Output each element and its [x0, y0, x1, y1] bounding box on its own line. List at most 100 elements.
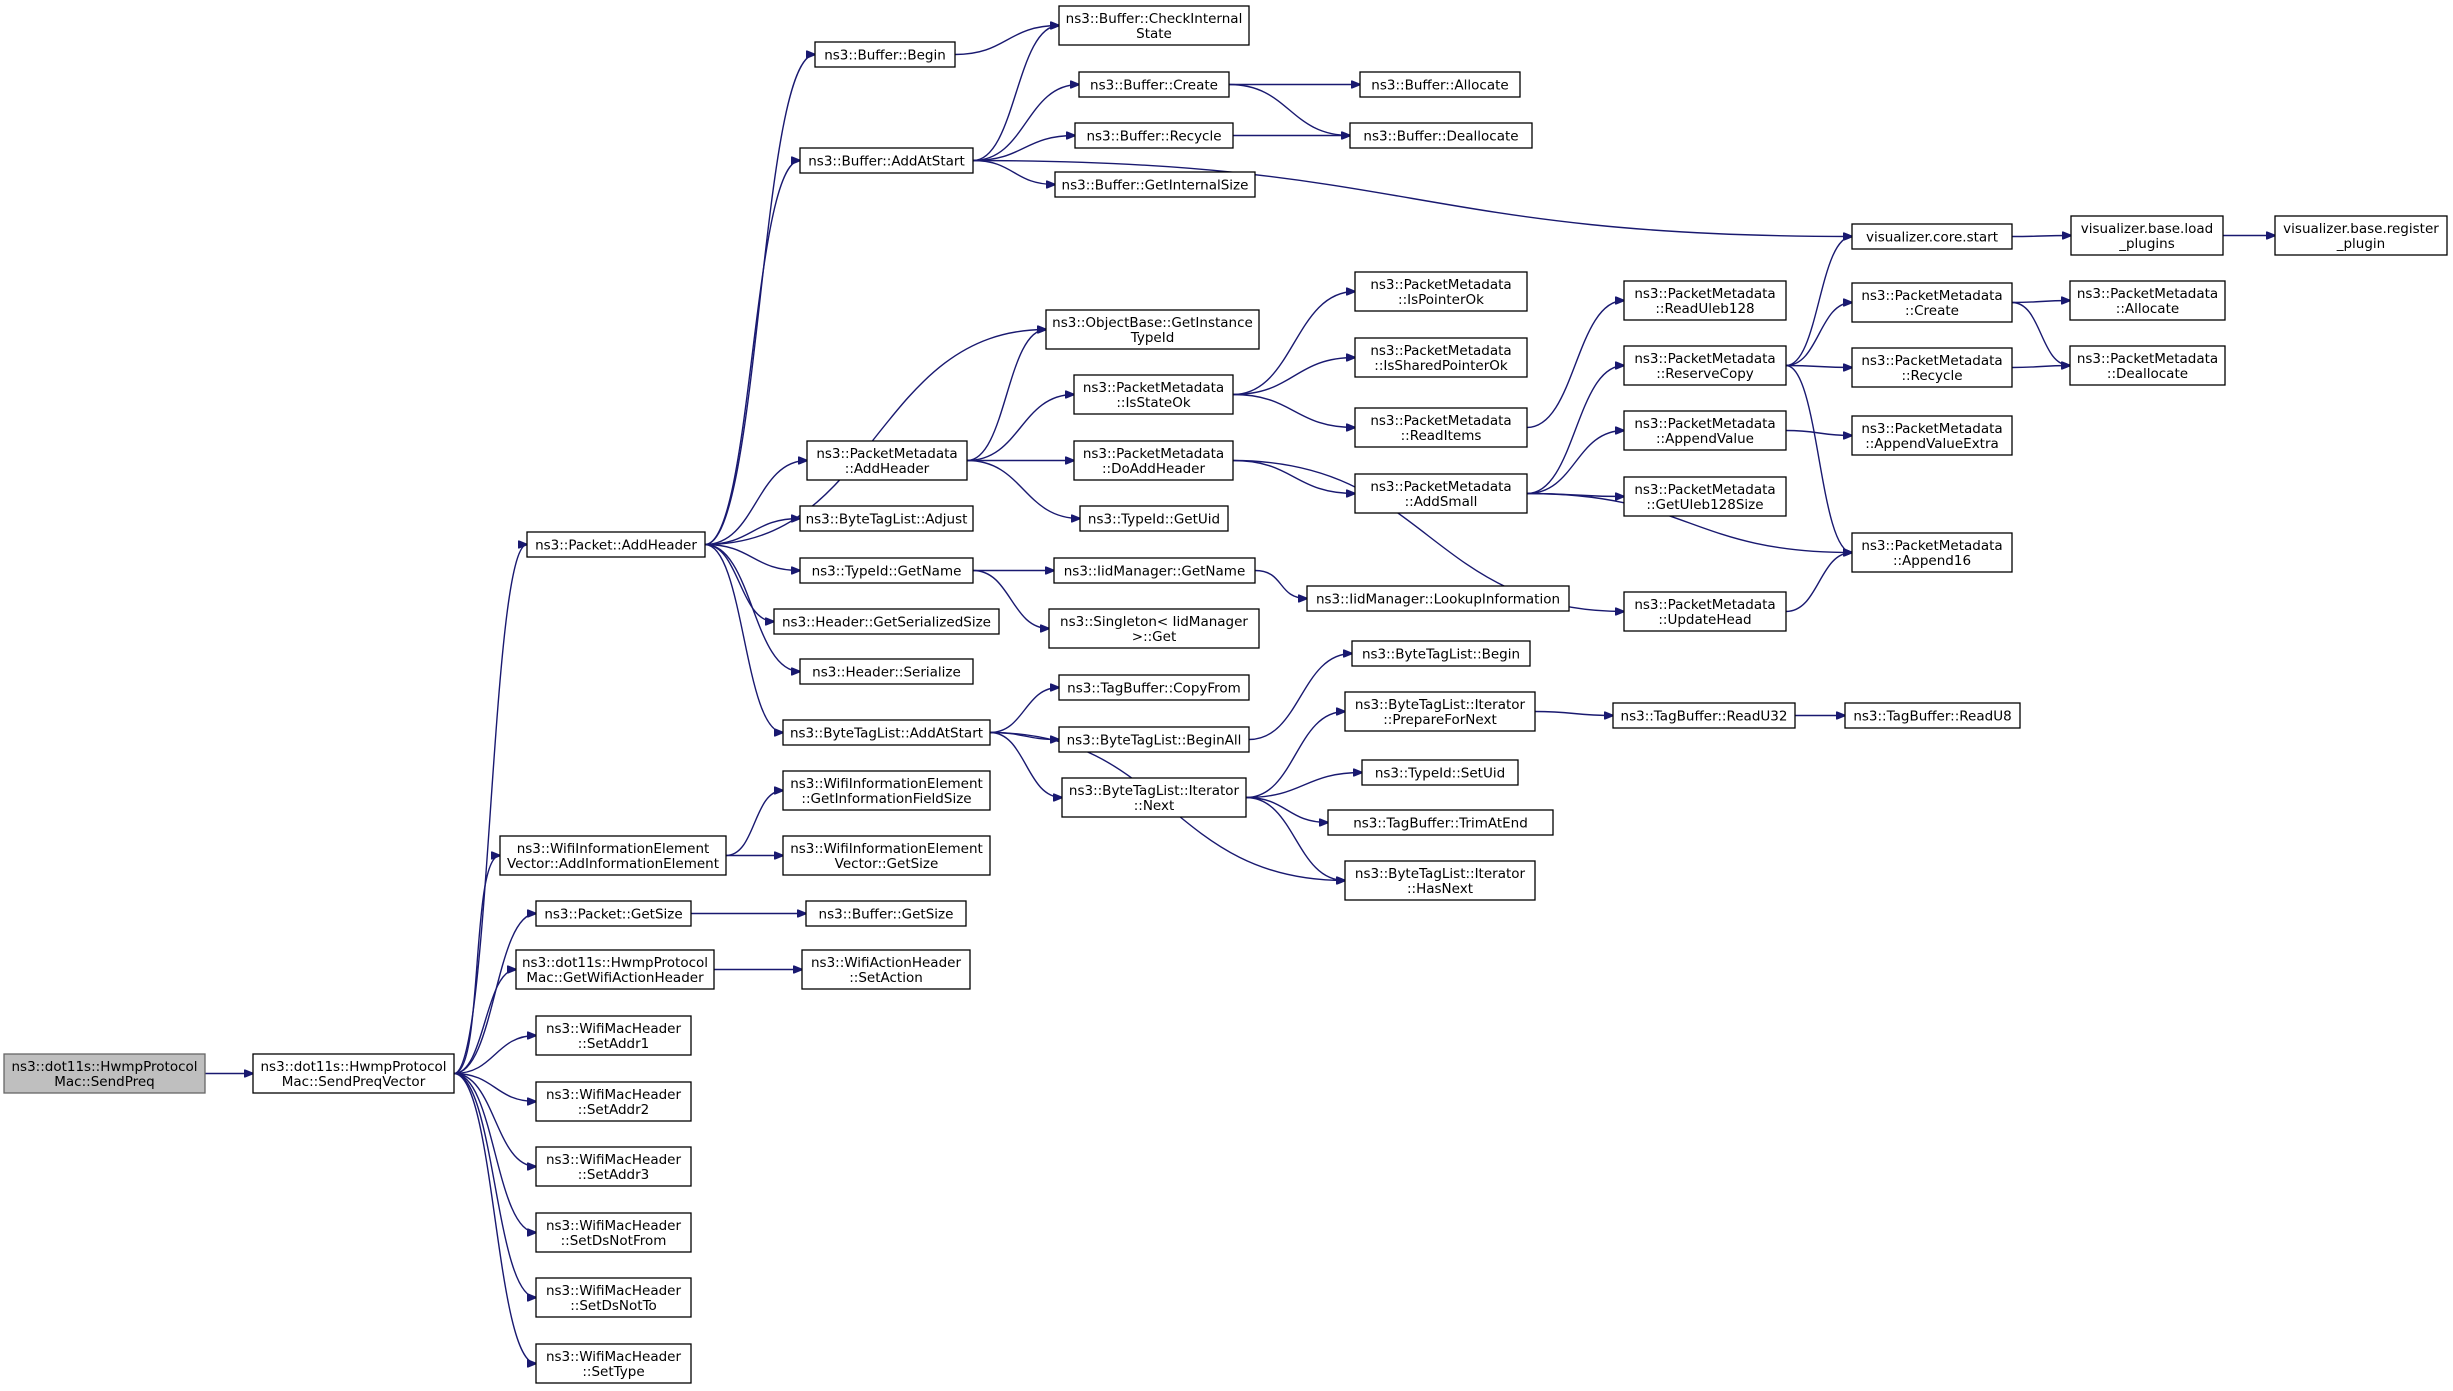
- node-box: [1844, 702, 2021, 729]
- node-label: ns3::PacketMetadata: [1634, 351, 1775, 367]
- node-ns3-typeid-setuid[interactable]: ns3::TypeId::SetUid: [1361, 759, 1519, 786]
- node-ns3-header-serialize[interactable]: ns3::Header::Serialize: [799, 658, 974, 685]
- node-ns3-packetmetadata-issharedpointerok[interactable]: ns3::PacketMetadata::IsSharedPointerOk: [1354, 337, 1528, 378]
- node-ns3-bytetaglist-iterator-hasnext[interactable]: ns3::ByteTagList::Iterator::HasNext: [1344, 860, 1536, 901]
- node-label: State: [1136, 26, 1172, 42]
- edge-n13-n25: [972, 85, 1079, 162]
- node-ns3-packetmetadata-appendvalue[interactable]: ns3::PacketMetadata::AppendValue: [1623, 410, 1787, 451]
- node-ns3-packetmetadata-allocate[interactable]: ns3::PacketMetadata::Allocate: [2069, 280, 2226, 321]
- node-label: ns3::dot11s::HwmpProtocol: [260, 1059, 446, 1075]
- node-ns3-packetmetadata-create[interactable]: ns3::PacketMetadata::Create: [1851, 282, 2013, 323]
- node-visualizer-base-load-plugins[interactable]: visualizer.base.load_plugins: [2070, 215, 2224, 256]
- edge-n50-n55: [1785, 237, 1852, 367]
- node-ns3-packetmetadata-reservecopy[interactable]: ns3::PacketMetadata::ReserveCopy: [1623, 345, 1787, 386]
- node-ns3-tagbuffer-readu32[interactable]: ns3::TagBuffer::ReadU32: [1612, 702, 1796, 729]
- node-visualizer-core-start[interactable]: visualizer.core.start: [1851, 223, 2013, 250]
- node-ns3-packetmetadata-addsmall[interactable]: ns3::PacketMetadata::AddSmall: [1354, 473, 1528, 514]
- edge-n35-n44: [1248, 654, 1352, 741]
- node-ns3-typeid-getname[interactable]: ns3::TypeId::GetName: [799, 557, 974, 584]
- node-ns3-singleton-iidmanager-get[interactable]: ns3::Singleton< IidManager>::Get: [1048, 608, 1260, 649]
- node-ns3-packet-addheader[interactable]: ns3::Packet::AddHeader: [526, 531, 706, 558]
- node-box: [1079, 505, 1229, 532]
- node-ns3-buffer-allocate[interactable]: ns3::Buffer::Allocate: [1359, 71, 1521, 98]
- node-ns3-iidmanager-lookupinformation[interactable]: ns3::IidManager::LookupInformation: [1306, 585, 1570, 612]
- node-ns3-bytetaglist-addatstart[interactable]: ns3::ByteTagList::AddAtStart: [782, 719, 991, 746]
- node-ns3-header-getserializedsize[interactable]: ns3::Header::GetSerializedSize: [773, 608, 1000, 635]
- node-ns3-buffer-addatstart[interactable]: ns3::Buffer::AddAtStart: [799, 147, 974, 174]
- edge-n29-n39: [1232, 292, 1355, 396]
- edge-n29-n41: [1232, 393, 1355, 428]
- node-ns3-wifiinformationelementvector-getsize[interactable]: ns3::WifiInformationElementVector::GetSi…: [782, 835, 991, 876]
- node-box: [1623, 345, 1787, 386]
- node-ns3-packetmetadata-readitems[interactable]: ns3::PacketMetadata::ReadItems: [1354, 407, 1528, 448]
- edge-n56-n63: [2011, 301, 2070, 366]
- node-ns3-bytetaglist-iterator-preparefornext[interactable]: ns3::ByteTagList::Iterator::PrepareForNe…: [1344, 691, 1536, 732]
- node-ns3-wifimacheader-setaddr3[interactable]: ns3::WifiMacHeader::SetAddr3: [535, 1146, 692, 1187]
- node-visualizer-base-register-plugin[interactable]: visualizer.base.register_plugin: [2274, 215, 2448, 256]
- node-ns3-bytetaglist-begin[interactable]: ns3::ByteTagList::Begin: [1351, 640, 1531, 667]
- node-ns3-packetmetadata-readuleb128[interactable]: ns3::PacketMetadata::ReadUleb128: [1623, 280, 1787, 321]
- node-box: [1073, 440, 1234, 481]
- node-ns3-bytetaglist-adjust[interactable]: ns3::ByteTagList::Adjust: [799, 505, 974, 532]
- node-ns3-tagbuffer-readu8[interactable]: ns3::TagBuffer::ReadU8: [1844, 702, 2021, 729]
- node-ns3-packet-getsize[interactable]: ns3::Packet::GetSize: [535, 900, 692, 927]
- node-box: [1354, 337, 1528, 378]
- node-ns3-iidmanager-getname[interactable]: ns3::IidManager::GetName: [1053, 557, 1256, 584]
- node-ns3-tagbuffer-copyfrom[interactable]: ns3::TagBuffer::CopyFrom: [1058, 674, 1250, 701]
- node-ns3-wifimacheader-setdsnotfrom[interactable]: ns3::WifiMacHeader::SetDsNotFrom: [535, 1212, 692, 1253]
- edge-n1-n10: [453, 1072, 536, 1298]
- node-box: [1349, 122, 1533, 149]
- node-ns3-buffer-recycle[interactable]: ns3::Buffer::Recycle: [1074, 122, 1234, 149]
- node-box: [535, 1277, 692, 1318]
- node-label: ns3::Buffer::Deallocate: [1363, 129, 1518, 145]
- node-ns3-packetmetadata-recycle[interactable]: ns3::PacketMetadata::Recycle: [1851, 347, 2013, 388]
- node-ns3-packetmetadata-addheader[interactable]: ns3::PacketMetadata::AddHeader: [806, 440, 968, 481]
- node-label: ns3::TagBuffer::ReadU8: [1853, 709, 2011, 725]
- node-box: [773, 608, 1000, 635]
- node-label: ::AddSmall: [1405, 494, 1478, 510]
- node-box: [535, 900, 692, 927]
- node-ns3-wifimacheader-setaddr2[interactable]: ns3::WifiMacHeader::SetAddr2: [535, 1081, 692, 1122]
- node-box: [1354, 407, 1528, 448]
- node-ns3-bytetaglist-iterator-next[interactable]: ns3::ByteTagList::Iterator::Next: [1061, 777, 1247, 818]
- node-ns3-buffer-getsize[interactable]: ns3::Buffer::GetSize: [805, 900, 967, 927]
- node-box: [782, 770, 991, 811]
- node-ns3-packetmetadata-ispointerok[interactable]: ns3::PacketMetadata::IsPointerOk: [1354, 271, 1528, 312]
- node-ns3-wifiinformationelementvector-addinformationelement[interactable]: ns3::WifiInformationElementVector::AddIn…: [499, 835, 727, 876]
- node-ns3-dot11s-hwmpprotocolmac-sendpreqvector[interactable]: ns3::dot11s::HwmpProtocolMac::SendPreqVe…: [252, 1053, 455, 1094]
- node-ns3-wifimacheader-setdsnotto[interactable]: ns3::WifiMacHeader::SetDsNotTo: [535, 1277, 692, 1318]
- node-ns3-wifimacheader-settype[interactable]: ns3::WifiMacHeader::SetType: [535, 1343, 692, 1384]
- node-ns3-packetmetadata-isstateok[interactable]: ns3::PacketMetadata::IsStateOk: [1073, 374, 1234, 415]
- node-ns3-packetmetadata-getuleb128size[interactable]: ns3::PacketMetadata::GetUleb128Size: [1623, 476, 1787, 517]
- node-ns3-bytetaglist-beginall[interactable]: ns3::ByteTagList::BeginAll: [1058, 726, 1250, 753]
- node-label: ns3::PacketMetadata: [816, 446, 957, 462]
- node-ns3-packetmetadata-appendvalueextra[interactable]: ns3::PacketMetadata::AppendValueExtra: [1851, 415, 2013, 456]
- node-label: ns3::PacketMetadata: [1861, 421, 2002, 437]
- node-box: [1623, 476, 1787, 517]
- node-ns3-packetmetadata-doaddheader[interactable]: ns3::PacketMetadata::DoAddHeader: [1073, 440, 1234, 481]
- node-label: ns3::WifiInformationElement: [790, 776, 983, 792]
- node-ns3-packetmetadata-append16[interactable]: ns3::PacketMetadata::Append16: [1851, 532, 2013, 573]
- node-ns3-packetmetadata-deallocate[interactable]: ns3::PacketMetadata::Deallocate: [2069, 345, 2226, 386]
- node-ns3-wifiinformationelement-getinformationfieldsize[interactable]: ns3::WifiInformationElement::GetInformat…: [782, 770, 991, 811]
- edge-n25-n38: [1228, 83, 1350, 136]
- node-ns3-packetmetadata-updatehead[interactable]: ns3::PacketMetadata::UpdateHead: [1623, 591, 1787, 632]
- node-label: _plugins: [2118, 236, 2175, 252]
- node-box: [1623, 410, 1787, 451]
- node-box: [1851, 532, 2013, 573]
- node-ns3-buffer-deallocate[interactable]: ns3::Buffer::Deallocate: [1349, 122, 1533, 149]
- node-ns3-wifiactionheader-setaction[interactable]: ns3::WifiActionHeader::SetAction: [801, 949, 971, 990]
- node-ns3-dot11s-hwmpprotocolmac-getwifiactionheader[interactable]: ns3::dot11s::HwmpProtocolMac::GetWifiAct…: [515, 949, 715, 990]
- node-ns3-typeid-getuid[interactable]: ns3::TypeId::GetUid: [1079, 505, 1229, 532]
- node-ns3-wifimacheader-setaddr1[interactable]: ns3::WifiMacHeader::SetAddr1: [535, 1015, 692, 1056]
- node-ns3-buffer-create[interactable]: ns3::Buffer::Create: [1078, 71, 1230, 98]
- node-box: [1851, 223, 2013, 250]
- node-ns3-buffer-getinternalsize[interactable]: ns3::Buffer::GetInternalSize: [1054, 171, 1256, 198]
- node-label: ns3::TypeId::SetUid: [1375, 766, 1505, 782]
- node-ns3-tagbuffer-trimatend[interactable]: ns3::TagBuffer::TrimAtEnd: [1327, 809, 1554, 836]
- node-ns3-buffer-begin[interactable]: ns3::Buffer::Begin: [814, 41, 956, 68]
- edge-n16-n33: [972, 569, 1049, 629]
